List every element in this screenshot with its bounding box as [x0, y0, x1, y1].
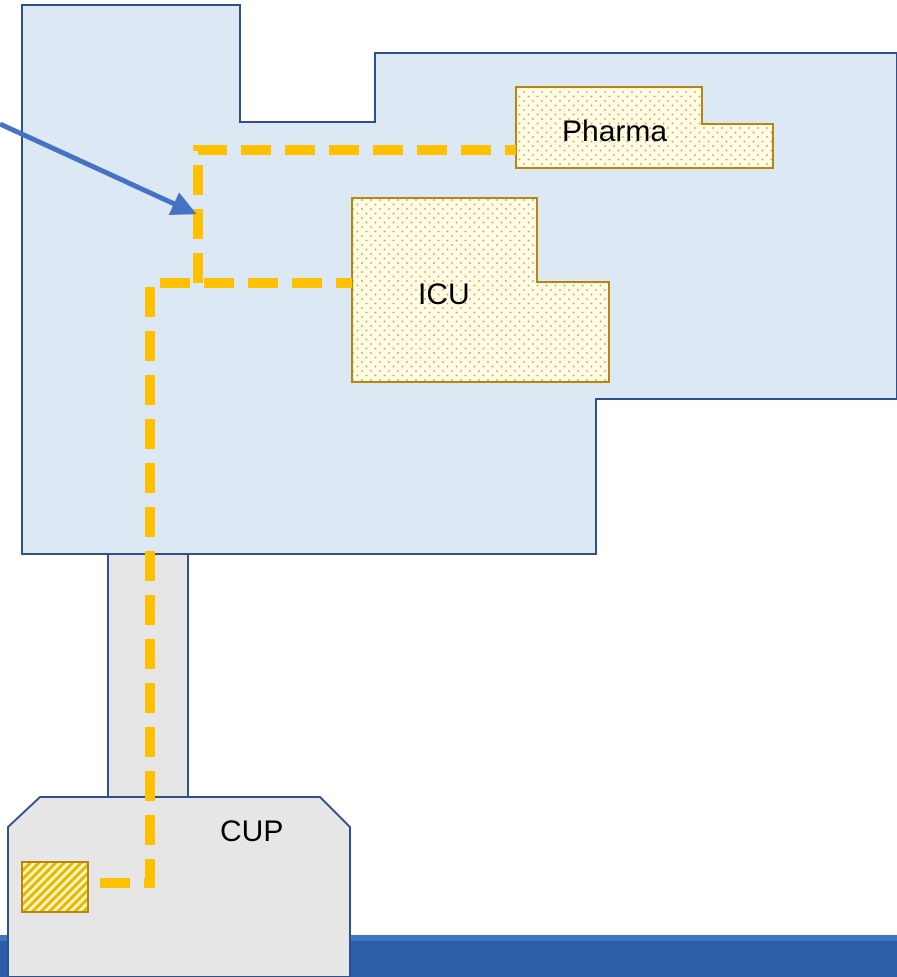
- icu-room: [351, 197, 610, 383]
- cup-label: CUP: [220, 815, 283, 848]
- pharma-room: [515, 86, 774, 169]
- pharma-label: Pharma: [562, 115, 667, 148]
- route-to-pharma: [193, 145, 516, 283]
- icu-label: ICU: [418, 278, 470, 311]
- pointer-arrow: [0, 121, 197, 216]
- origin-marker: [21, 861, 89, 913]
- route-to-icu: [100, 278, 352, 888]
- connecting-corridor: [107, 553, 189, 799]
- footer-bar-highlight: [0, 935, 897, 941]
- cup-building: [7, 796, 351, 977]
